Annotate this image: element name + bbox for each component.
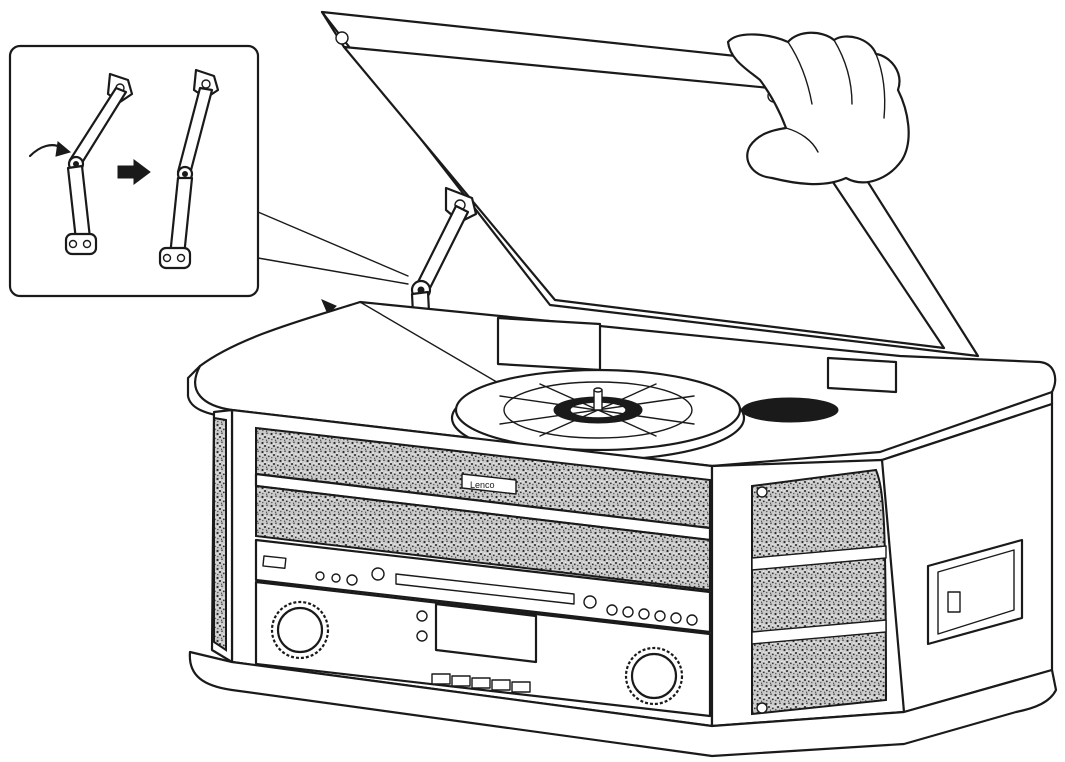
hinge-folded [64,72,134,256]
brand-plate: Lenco [461,473,517,495]
side-handle [926,538,1024,646]
volume-knob [270,600,330,660]
brand-label: Lenco [470,480,495,490]
tuning-knob [624,646,684,706]
hinge-straightened [158,68,220,270]
hand-icon [726,31,910,186]
hinge-detail-inset [8,44,260,298]
callout-lines [257,211,409,285]
curved-arrow-icon [28,141,72,158]
right-arrow-icon [117,159,151,185]
record-player-unit: Lenco [186,300,1058,758]
turntable-platter [450,368,746,462]
